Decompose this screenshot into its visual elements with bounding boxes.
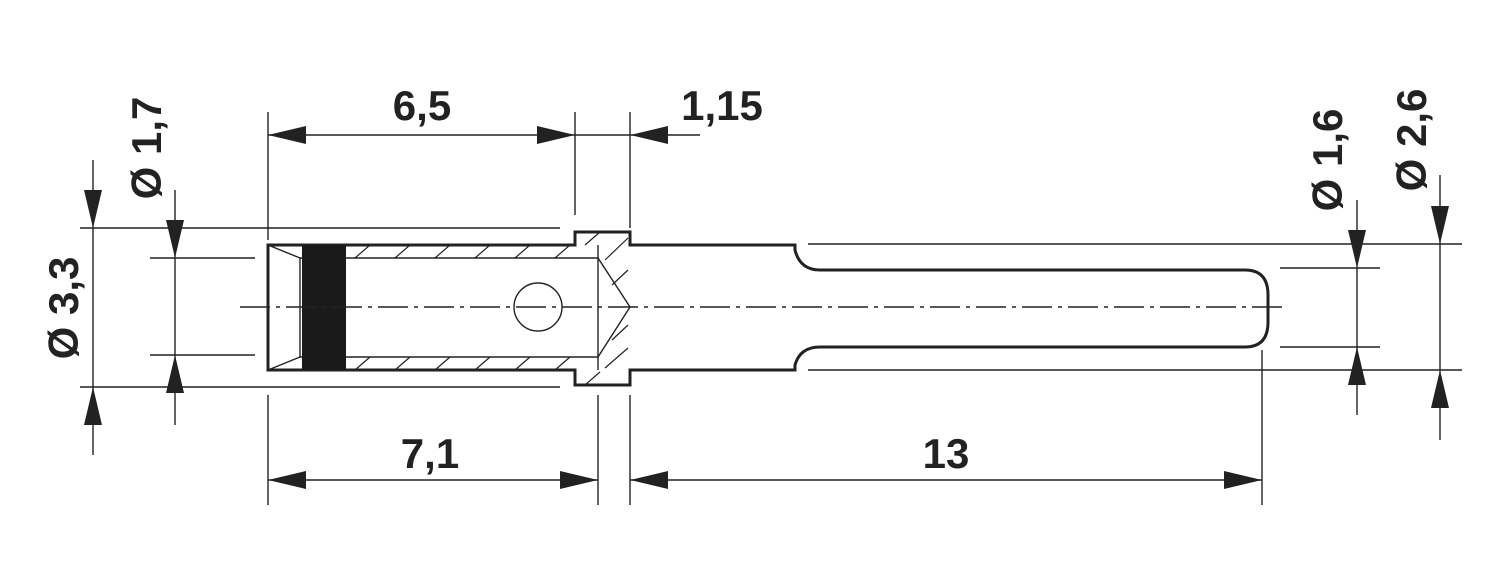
dim-diameter-pin: Ø 1,6 bbox=[1304, 109, 1351, 212]
dim-diameter-outer-barrel: Ø 3,3 bbox=[40, 257, 87, 360]
dim-crimp-length: 6,5 bbox=[393, 82, 451, 129]
dim-diameter-collar: Ø 2,6 bbox=[1388, 89, 1435, 192]
section-hatching bbox=[354, 231, 629, 386]
dimension-lines bbox=[84, 126, 1449, 489]
barrel-bevel-bottom bbox=[267, 356, 301, 371]
dim-pin-length: 13 bbox=[923, 430, 970, 477]
dim-total-barrel-length: 7,1 bbox=[401, 430, 459, 477]
dim-diameter-inner-barrel: Ø 1,7 bbox=[123, 97, 170, 200]
barrel-bevel-top bbox=[267, 244, 301, 259]
contact-body bbox=[266, 230, 1270, 387]
dim-collar-width: 1,15 bbox=[681, 82, 763, 129]
barrel-outline bbox=[266, 230, 1270, 387]
extension-lines bbox=[80, 112, 1462, 505]
